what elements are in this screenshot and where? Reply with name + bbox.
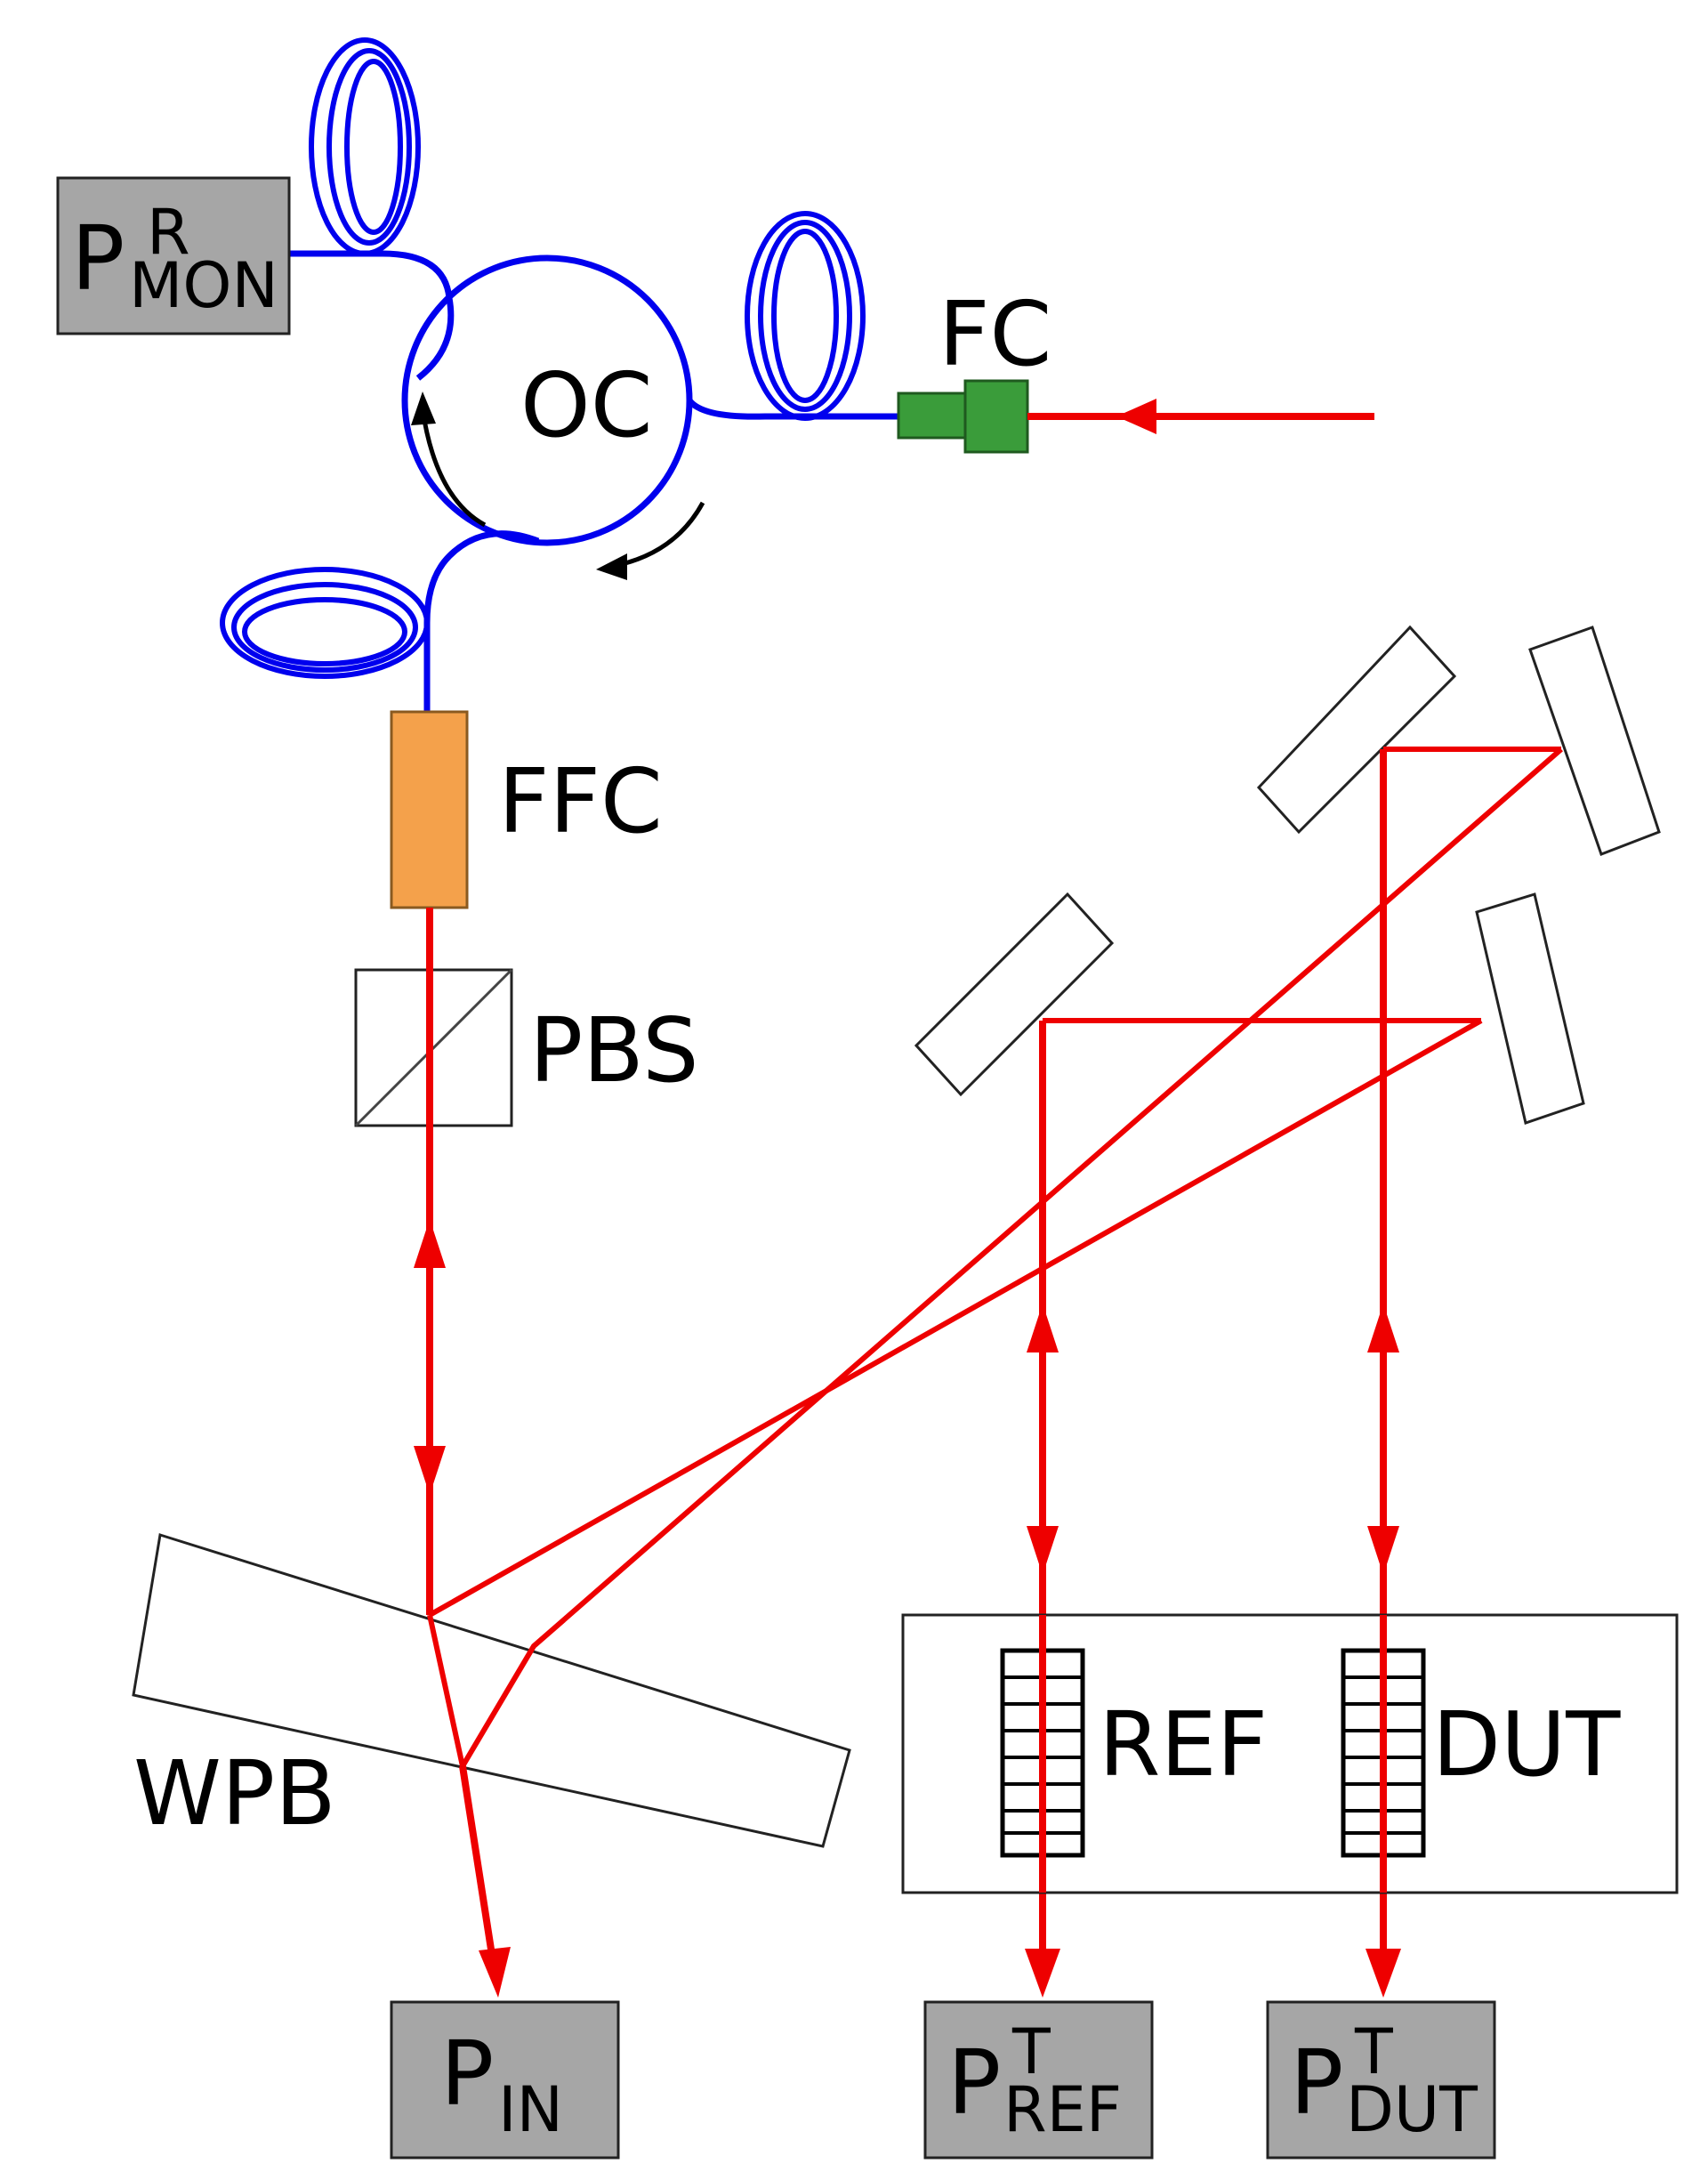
p-ref-main: P [947, 2031, 1001, 2135]
mirror-lower-left [914, 892, 1115, 1097]
label-pbs: PBS [529, 998, 699, 1102]
mirror-upper-right [1528, 626, 1661, 856]
p-mon-sub: MON [129, 249, 278, 322]
label-ffc: FFC [498, 749, 663, 853]
p-mon-main: P [71, 206, 125, 311]
label-wpb: WPB [133, 1741, 336, 1845]
p-dut-main: P [1290, 2031, 1343, 2135]
transmitted-beam-to-p-in [459, 1765, 511, 1998]
fiber-coil-top [309, 37, 421, 256]
p-dut-sup: T [1354, 2015, 1393, 2088]
mirror-beams [1043, 747, 1561, 1023]
polarizing-beam-splitter [354, 968, 513, 1127]
p-dut-sub: DUT [1346, 2073, 1478, 2146]
input-beam [1027, 399, 1374, 434]
detector-p-dut: P T DUT [1266, 2000, 1496, 2160]
p-in-main: P [440, 2022, 494, 2126]
detector-p-mon: P R MON [56, 176, 291, 335]
circulator-arrow-lower [596, 501, 705, 580]
wpb-reflected-beams [427, 747, 1563, 1768]
fiber-coil-bottom [220, 567, 430, 679]
label-dut: DUT [1432, 1692, 1621, 1796]
detector-p-ref: P T REF [923, 2000, 1154, 2160]
fiber-connector [897, 379, 1029, 454]
grating-mount [901, 1613, 1679, 1894]
p-ref-sup: T [1011, 2015, 1051, 2088]
mirror-lower-right [1475, 892, 1585, 1125]
wedged-plate-beamsplitter [132, 1533, 851, 1848]
label-fc: FC [939, 282, 1051, 386]
mirror-upper-left [1256, 625, 1457, 835]
fiber-coil-right [745, 211, 866, 421]
p-mon-sup: R [147, 196, 190, 269]
p-in-sub: IN [498, 2073, 563, 2146]
detector-p-in: P IN [390, 2000, 620, 2160]
label-oc: OC [520, 353, 653, 457]
main-beam [414, 908, 446, 1615]
fiber-collimator [390, 710, 469, 909]
circulator-arrow-upper [411, 392, 487, 528]
optical-circulator [289, 250, 898, 712]
p-ref-sub: REF [1003, 2073, 1122, 2146]
label-ref: REF [1099, 1692, 1268, 1796]
